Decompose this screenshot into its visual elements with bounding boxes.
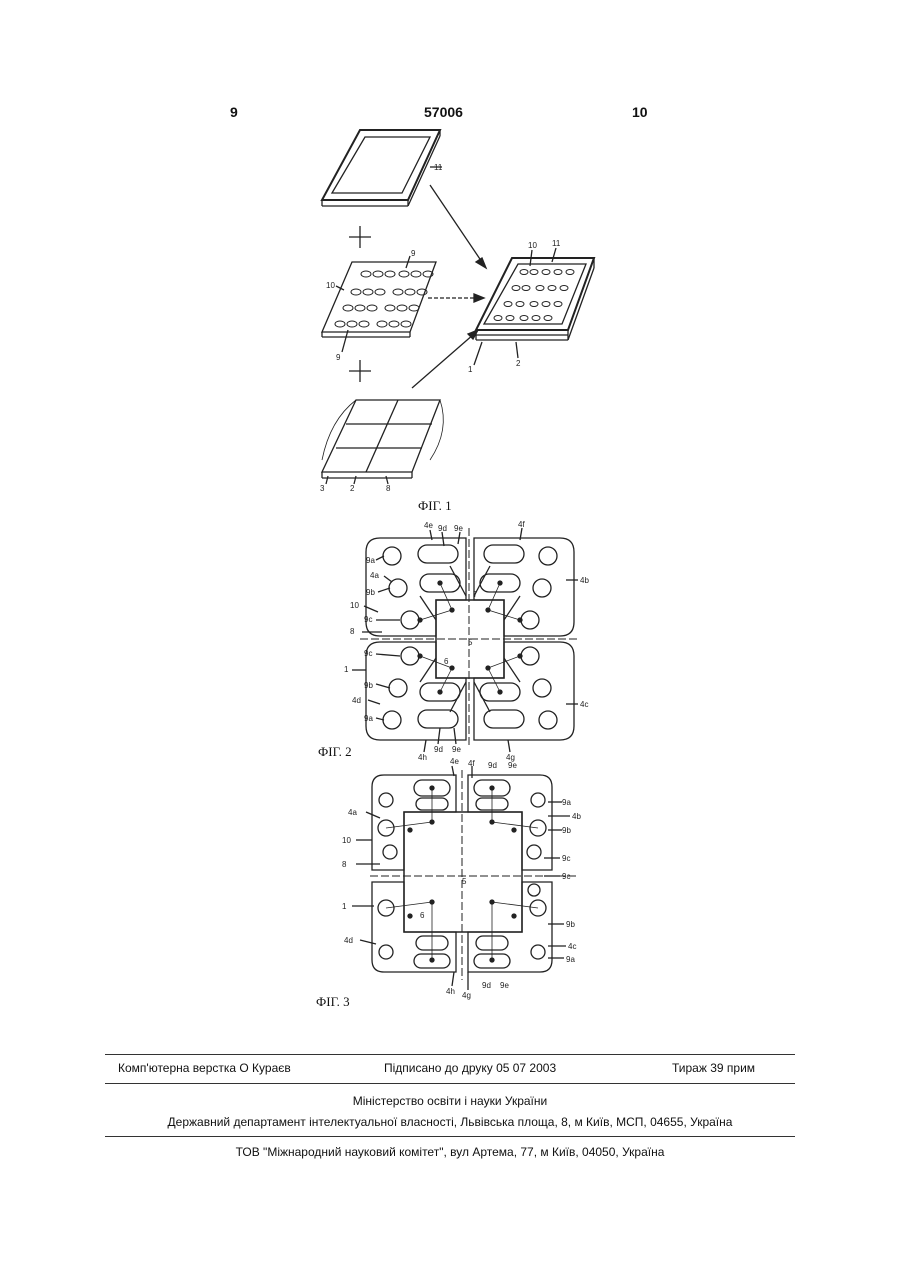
fig1-label: 2 (350, 484, 355, 493)
fig2-label: 8 (350, 627, 355, 636)
fig1-label: 9 (336, 353, 341, 362)
footer-rule-top (105, 1054, 795, 1055)
fig1-label: 10 (528, 241, 537, 250)
fig3-label: 9d (482, 981, 491, 990)
fig2-label: 1 (344, 665, 349, 674)
fig2-label: 9c (364, 615, 372, 624)
fig1-drawing (322, 130, 594, 484)
fig2-label: 4c (580, 700, 588, 709)
fig3-label: 10 (342, 836, 351, 845)
fig3-label: 4a (348, 808, 357, 817)
fig3-label: 6 (420, 911, 425, 920)
fig3-label: 9a (562, 798, 571, 807)
fig2-label: 4h (418, 753, 427, 762)
footer-print-run: Тираж 39 прим (672, 1061, 755, 1075)
fig3-caption: ФІГ. 3 (316, 994, 350, 1010)
fig2-label: 9a (364, 714, 373, 723)
fig3-label: 4b (572, 812, 581, 821)
fig1-labels: 11 10 9 10 11 9 1 2 3 2 8 (320, 163, 561, 493)
footer-department: Державний департамент інтелектуальної вл… (105, 1115, 795, 1129)
fig2-label: 4d (352, 696, 361, 705)
fig3-label: 9c (562, 854, 570, 863)
fig2-label: 9b (364, 681, 373, 690)
fig3-label: 5 (462, 877, 467, 886)
fig3-label: 4f (468, 759, 475, 768)
fig2-label: 9e (452, 745, 461, 754)
fig1-label: 3 (320, 484, 325, 493)
fig3-label: 1 (342, 902, 347, 911)
fig1-label: 8 (386, 484, 391, 493)
fig2-label: 7 (473, 590, 478, 599)
fig3-label: 9a (566, 955, 575, 964)
fig2-label: 6 (444, 657, 449, 666)
fig1-label: 1 (468, 365, 473, 374)
fig2-label: 5 (468, 638, 473, 647)
fig2-caption: ФІГ. 2 (318, 744, 352, 760)
fig2-label: 9e (454, 524, 463, 533)
fig2-label: 9b (366, 588, 375, 597)
footer-signed-date: Підписано до друку 05 07 2003 (384, 1061, 556, 1075)
fig3-label: 4e (450, 757, 459, 766)
fig2-label: 4e (424, 521, 433, 530)
fig1-label: 11 (434, 163, 443, 172)
fig3-label: 4g (462, 991, 471, 1000)
fig3-label: 9b (562, 826, 571, 835)
footer-ministry: Міністерство освіти і науки України (105, 1094, 795, 1108)
fig2-label: 9d (434, 745, 443, 754)
footer-rule-bottom (105, 1136, 795, 1137)
fig2-drawing (352, 528, 578, 752)
fig3-label: 9e (500, 981, 509, 990)
fig2-label: 9a (366, 556, 375, 565)
fig1-label: 10 (326, 281, 335, 290)
fig2-label: 9d (438, 524, 447, 533)
fig3-label: 9d (488, 761, 497, 770)
fig3-label: 9e (508, 761, 517, 770)
fig3-label: 4c (568, 942, 576, 951)
fig3-label: 8 (342, 860, 347, 869)
fig2-labels: 4e 9d 9e 4f 9a 4a 9b 10 9c 8 9c 1 9b 4d … (344, 520, 589, 762)
fig3-label: 9b (566, 920, 575, 929)
fig2-label: 4a (370, 571, 379, 580)
fig1-label: 2 (516, 359, 521, 368)
fig1-caption: ФІГ. 1 (418, 498, 452, 514)
footer-publisher: ТОВ "Міжнародний науковий комітет", вул … (105, 1145, 795, 1159)
fig2-label: 9c (364, 649, 372, 658)
fig2-label: 4f (518, 520, 525, 529)
fig2-label: 4b (580, 576, 589, 585)
fig3-label: 4h (446, 987, 455, 996)
fig1-label: 11 (552, 239, 561, 248)
fig2-label: 10 (350, 601, 359, 610)
fig3-label: 4d (344, 936, 353, 945)
fig1-label: 9 (411, 249, 416, 258)
fig3-label: 9c (562, 872, 570, 881)
footer-layout-credit: Комп'ютерна верстка О Кураєв (118, 1061, 291, 1075)
footer-rule-middle (105, 1083, 795, 1084)
